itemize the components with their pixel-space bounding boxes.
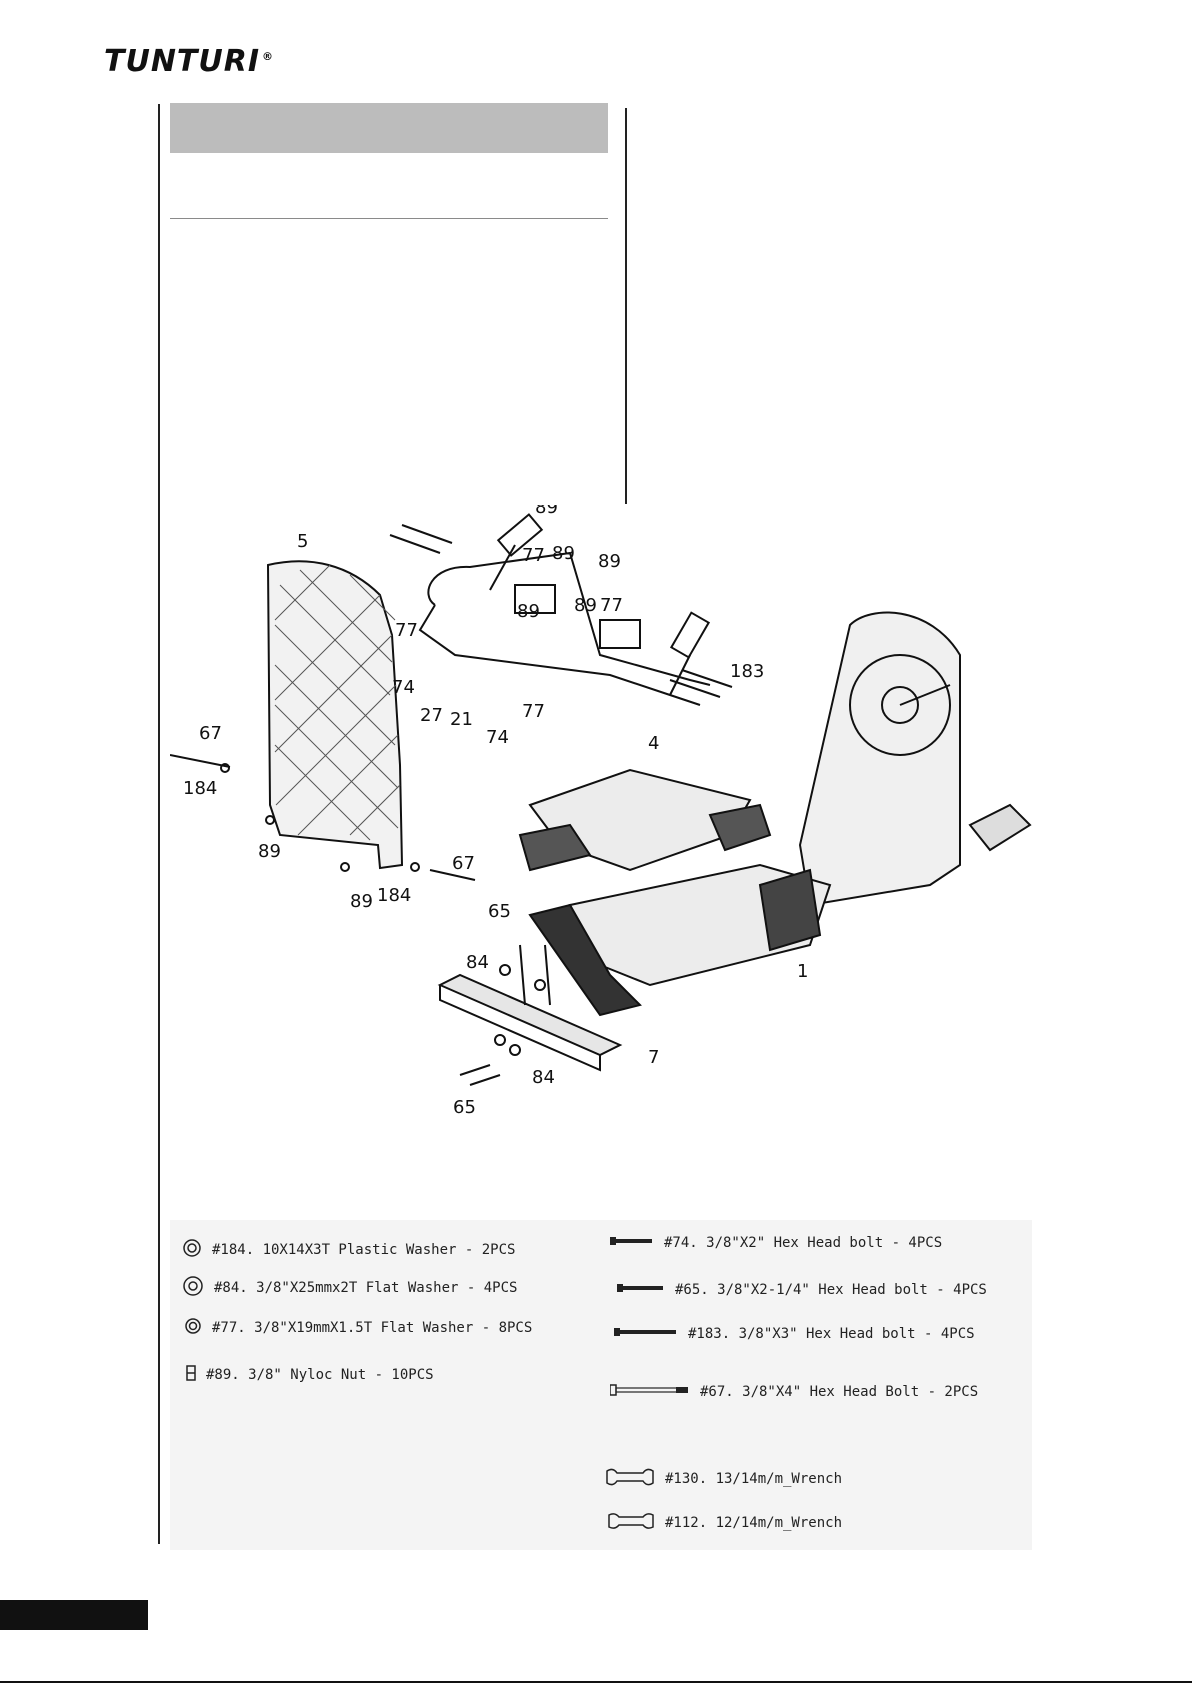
callout-number: 184 xyxy=(183,778,217,799)
parts-label: #130. 13/14m/m_Wrench xyxy=(665,1471,843,1487)
parts-list-panel: #184. 10X14X3T Plastic Washer - 2PCS #84… xyxy=(170,1220,1032,1550)
parts-label: #74. 3/8"X2" Hex Head bolt - 4PCS xyxy=(664,1235,943,1251)
callout-number: 65 xyxy=(488,901,511,922)
bolt-icon xyxy=(609,1383,690,1401)
section-title-bar xyxy=(170,103,608,153)
parts-item: #67. 3/8"X4" Hex Head Bolt - 2PCS xyxy=(609,1383,979,1401)
parts-label: #184. 10X14X3T Plastic Washer - 2PCS xyxy=(212,1242,516,1258)
callout-number: 1 xyxy=(797,961,808,982)
callout-number: 5 xyxy=(297,531,308,552)
column-divider-rule xyxy=(625,108,627,504)
nut-icon xyxy=(186,1365,196,1385)
bolt-icon xyxy=(610,1235,654,1251)
callout-number: 89 xyxy=(517,601,540,622)
washer-icon xyxy=(182,1275,204,1301)
callout-number: 74 xyxy=(392,677,415,698)
wrench-icon xyxy=(607,1512,655,1534)
parts-item: #112. 12/14m/m_Wrench xyxy=(607,1512,842,1534)
callout-number: 74 xyxy=(486,727,509,748)
parts-label: #112. 12/14m/m_Wrench xyxy=(665,1515,843,1531)
parts-label: #89. 3/8" Nyloc Nut - 10PCS xyxy=(206,1367,434,1383)
parts-label: #65. 3/8"X2-1/4" Hex Head bolt - 4PCS xyxy=(675,1282,987,1298)
callout-number: 77 xyxy=(522,701,545,722)
wrench-icon xyxy=(605,1467,655,1491)
callout-number: 77 xyxy=(522,545,545,566)
callout-number: 7 xyxy=(648,1047,659,1068)
parts-item: #84. 3/8"X25mmx2T Flat Washer - 4PCS xyxy=(182,1275,517,1301)
parts-item: #65. 3/8"X2-1/4" Hex Head bolt - 4PCS xyxy=(617,1282,987,1298)
callout-number: 184 xyxy=(377,885,411,906)
bolt-icon xyxy=(614,1326,678,1342)
parts-label: #84. 3/8"X25mmx2T Flat Washer - 4PCS xyxy=(214,1280,518,1296)
callout-number: 89 xyxy=(350,891,373,912)
assembly-diagram: 183 6 89 77 89 89 5 89 77 89 77 183 74 2… xyxy=(170,505,1032,1118)
callout-number: 89 xyxy=(258,841,281,862)
callout-number: 65 xyxy=(453,1097,476,1118)
parts-item: #183. 3/8"X3" Hex Head bolt - 4PCS xyxy=(614,1326,975,1342)
page-number-tab xyxy=(0,1600,148,1630)
callout-number: 89 xyxy=(552,543,575,564)
callout-number: 27 xyxy=(420,705,443,726)
callout-number: 84 xyxy=(466,952,489,973)
brand-name: TUNTURI xyxy=(104,44,261,79)
callout-number: 4 xyxy=(648,733,659,754)
parts-label: #77. 3/8"X19mmX1.5T Flat Washer - 8PCS xyxy=(212,1320,533,1336)
callout-number: 89 xyxy=(574,595,597,616)
parts-label: #183. 3/8"X3" Hex Head bolt - 4PCS xyxy=(688,1326,975,1342)
parts-item: #130. 13/14m/m_Wrench xyxy=(605,1467,842,1491)
parts-item: #184. 10X14X3T Plastic Washer - 2PCS xyxy=(182,1238,515,1262)
parts-label: #67. 3/8"X4" Hex Head Bolt - 2PCS xyxy=(700,1384,979,1400)
callout-number: 89 xyxy=(598,551,621,572)
parts-item: #74. 3/8"X2" Hex Head bolt - 4PCS xyxy=(610,1235,942,1251)
brand-logo: TUNTURI® xyxy=(104,44,274,79)
callout-number: 84 xyxy=(532,1067,555,1088)
callout-number: 89 xyxy=(535,505,558,518)
washer-icon xyxy=(184,1317,202,1339)
bottom-rule xyxy=(0,1681,1192,1683)
callout-number: 77 xyxy=(395,620,418,641)
registered-mark: ® xyxy=(262,50,275,63)
parts-item: #89. 3/8" Nyloc Nut - 10PCS xyxy=(186,1365,434,1385)
callout-number: 67 xyxy=(199,723,222,744)
parts-item: #77. 3/8"X19mmX1.5T Flat Washer - 8PCS xyxy=(184,1317,532,1339)
callout-number: 21 xyxy=(450,709,473,730)
washer-icon xyxy=(182,1238,202,1262)
bolt-icon xyxy=(617,1282,665,1298)
left-margin-rule xyxy=(158,104,160,1544)
callout-number: 183 xyxy=(730,661,764,682)
callout-number: 77 xyxy=(600,595,623,616)
section-divider xyxy=(170,218,608,219)
callout-number: 67 xyxy=(452,853,475,874)
